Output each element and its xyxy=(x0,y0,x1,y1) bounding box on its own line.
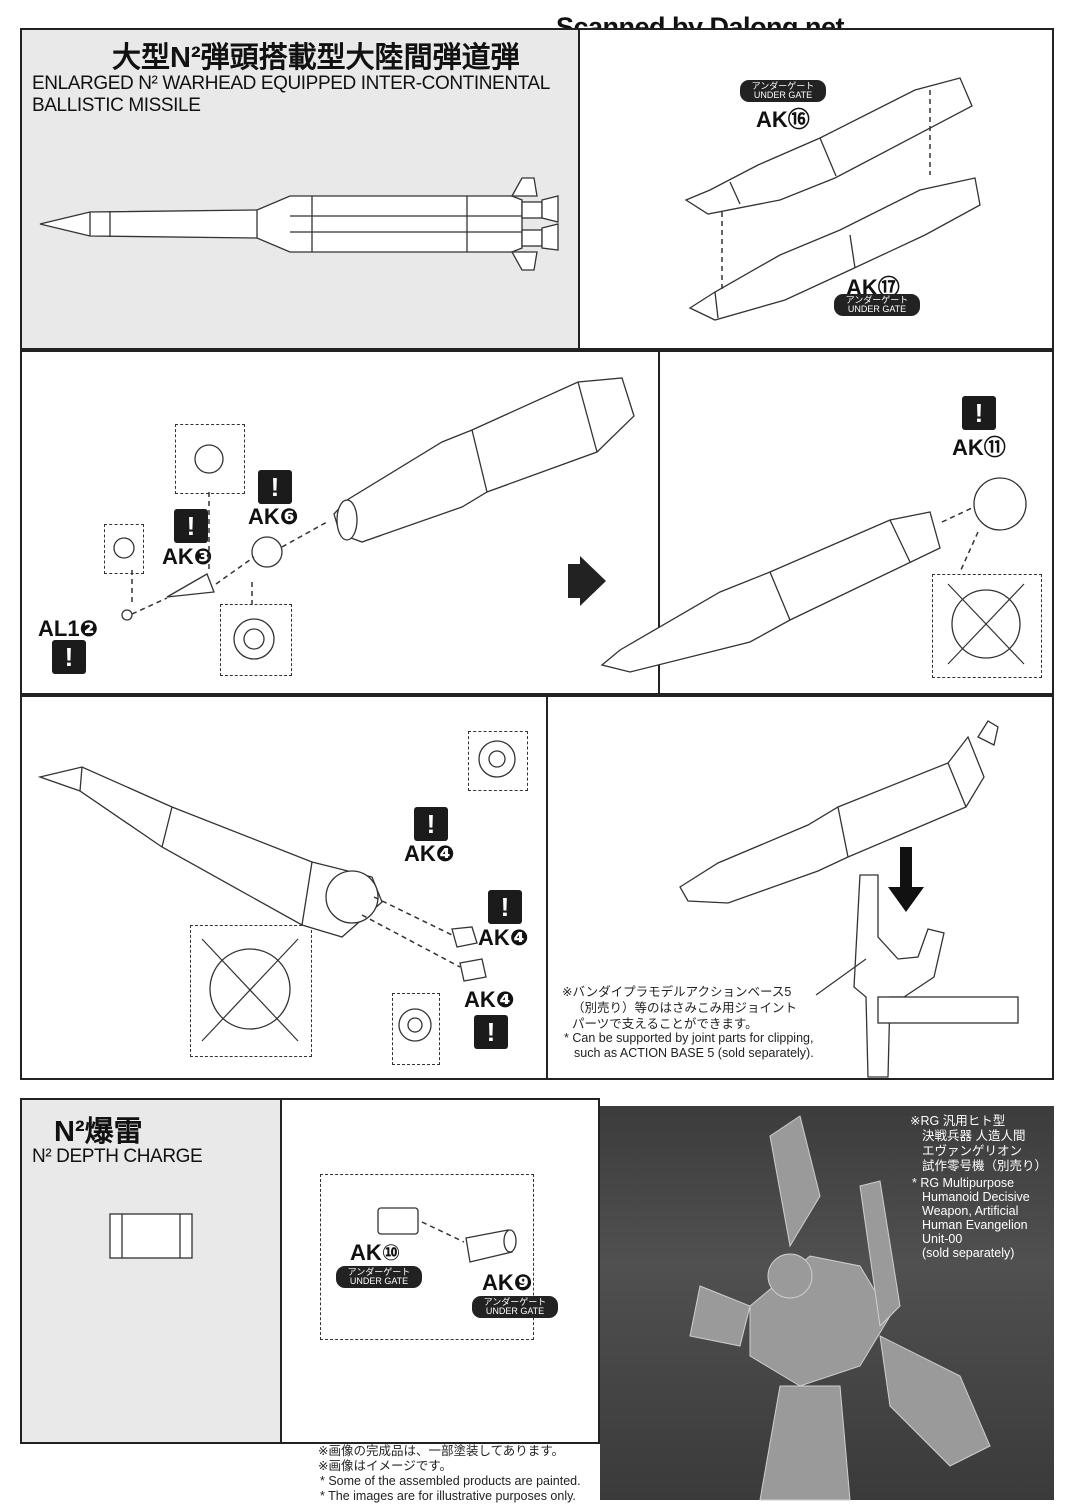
depth-charge-assembly-panel: AK⑩ アンダーゲート UNDER GATE AK❾ アンダーゲート UNDER… xyxy=(280,1098,600,1444)
caution-icon-ak4-a: ! xyxy=(414,807,448,841)
depth-charge-illustration xyxy=(109,1213,193,1259)
step-nose-panel: ! AK❸ ! AK❻ AL1❷ ! xyxy=(20,350,660,695)
caution-icon-ak11: ! xyxy=(962,396,996,430)
ak10-label: AK⑩ xyxy=(350,1240,401,1265)
missile-halves-illustration xyxy=(684,77,981,321)
bottom-note-en-1: * Some of the assembled products are pai… xyxy=(320,1474,581,1488)
photo-note-jp-4: 試作零号機（別売り） xyxy=(922,1159,1048,1173)
photo-note-en-1: * RG Multipurpose xyxy=(912,1176,1015,1190)
stand-note-en-2: such as ACTION BASE 5 (sold separately). xyxy=(574,1046,814,1060)
bottom-note-jp-2: ※画像はイメージです。 xyxy=(318,1459,452,1473)
stand-note-jp-3: パーツで支えることができます。 xyxy=(572,1017,758,1031)
icbm-title-jp: 大型N²弾頭搭載型大陸間弾道弾 xyxy=(112,42,520,74)
caution-icon-ak3: ! xyxy=(174,509,208,543)
step-halves-panel: アンダーゲート UNDER GATE AK⑯ AK⑰ アンダーゲート UNDER… xyxy=(578,28,1054,350)
depth-charge-overview-panel: N²爆雷 N² DEPTH CHARGE xyxy=(20,1098,282,1444)
evangelion-unit00-photo: ※RG 汎用ヒト型 決戦兵器 人造人間 エヴァンゲリオン 試作零号機（別売り） … xyxy=(600,1106,1054,1501)
stand-note-jp-1: ※バンダイプラモデルアクションベース5 xyxy=(562,985,792,999)
ak9-label: AK❾ xyxy=(482,1270,533,1295)
step-arrow-icon xyxy=(568,556,606,606)
depth-charge-title-jp: N²爆雷 xyxy=(54,1116,143,1148)
ak16-under-gate-badge: アンダーゲート UNDER GATE xyxy=(740,80,826,102)
photo-note-en-5: Unit-00 xyxy=(922,1232,963,1246)
photo-note-en-3: Weapon, Artificial xyxy=(922,1204,1019,1218)
photo-note-jp-1: ※RG 汎用ヒト型 xyxy=(910,1114,1006,1128)
stand-illustration xyxy=(679,720,1019,1078)
ak6-label: AK❻ xyxy=(248,504,299,529)
stand-note-en-1: * Can be supported by joint parts for cl… xyxy=(564,1031,814,1045)
step-base-panel: ! AK⑪ xyxy=(600,350,1054,695)
icbm-missile-illustration xyxy=(39,177,559,271)
photo-note-en-2: Humanoid Decisive xyxy=(922,1190,1030,1204)
nose-assembly-illustration xyxy=(113,377,635,660)
step-stand-panel: ※バンダイプラモデルアクションベース5 （別売り）等のはさみこみ用ジョイント パ… xyxy=(546,695,1054,1080)
caution-icon-ak4-b: ! xyxy=(488,890,522,924)
photo-note-jp-3: エヴァンゲリオン xyxy=(922,1144,1023,1158)
ak4-label-c: AK❹ xyxy=(464,987,515,1012)
evangelion-figure-silhouette xyxy=(689,1115,991,1501)
stand-note-jp-2: （別売り）等のはさみこみ用ジョイント xyxy=(572,1001,798,1015)
caution-icon-al12: ! xyxy=(52,640,86,674)
icbm-title-en: ENLARGED N² WARHEAD EQUIPPED INTER-CONTI… xyxy=(32,73,550,116)
ak10-under-gate-badge: アンダーゲート UNDER GATE xyxy=(336,1266,422,1288)
photo-note-jp-2: 決戦兵器 人造人間 xyxy=(922,1129,1026,1143)
al12-label: AL1❷ xyxy=(38,616,99,641)
photo-note-en-4: Human Evangelion xyxy=(922,1218,1028,1232)
bottom-note-jp-1: ※画像の完成品は、一部塗装してあります。 xyxy=(318,1444,564,1458)
caution-icon-ak4-c: ! xyxy=(474,1015,508,1049)
caution-icon-ak6: ! xyxy=(258,470,292,504)
bottom-note-en-2: * The images are for illustrative purpos… xyxy=(320,1489,576,1503)
base-assembly-illustration xyxy=(600,477,1027,673)
ak17-under-gate-badge: アンダーゲート UNDER GATE xyxy=(834,294,920,316)
ak9-under-gate-badge: アンダーゲート UNDER GATE xyxy=(472,1296,558,1318)
icbm-overview-panel: 大型N²弾頭搭載型大陸間弾道弾 ENLARGED N² WARHEAD EQUI… xyxy=(20,28,580,350)
engine-assembly-illustration xyxy=(37,740,516,1042)
ak3-label: AK❸ xyxy=(162,544,213,569)
step-engines-panel: ! AK❹ ! AK❹ AK❹ ! xyxy=(20,695,548,1080)
ak11-label: AK⑪ xyxy=(952,435,1006,460)
depth-charge-title-en: N² DEPTH CHARGE xyxy=(32,1146,203,1167)
photo-note-en-6: (sold separately) xyxy=(922,1246,1015,1260)
ak16-label: AK⑯ xyxy=(756,107,810,132)
depth-charge-parts-illustration xyxy=(377,1207,517,1263)
ak4-label-b: AK❹ xyxy=(478,925,529,950)
ak4-label-a: AK❹ xyxy=(404,841,455,866)
